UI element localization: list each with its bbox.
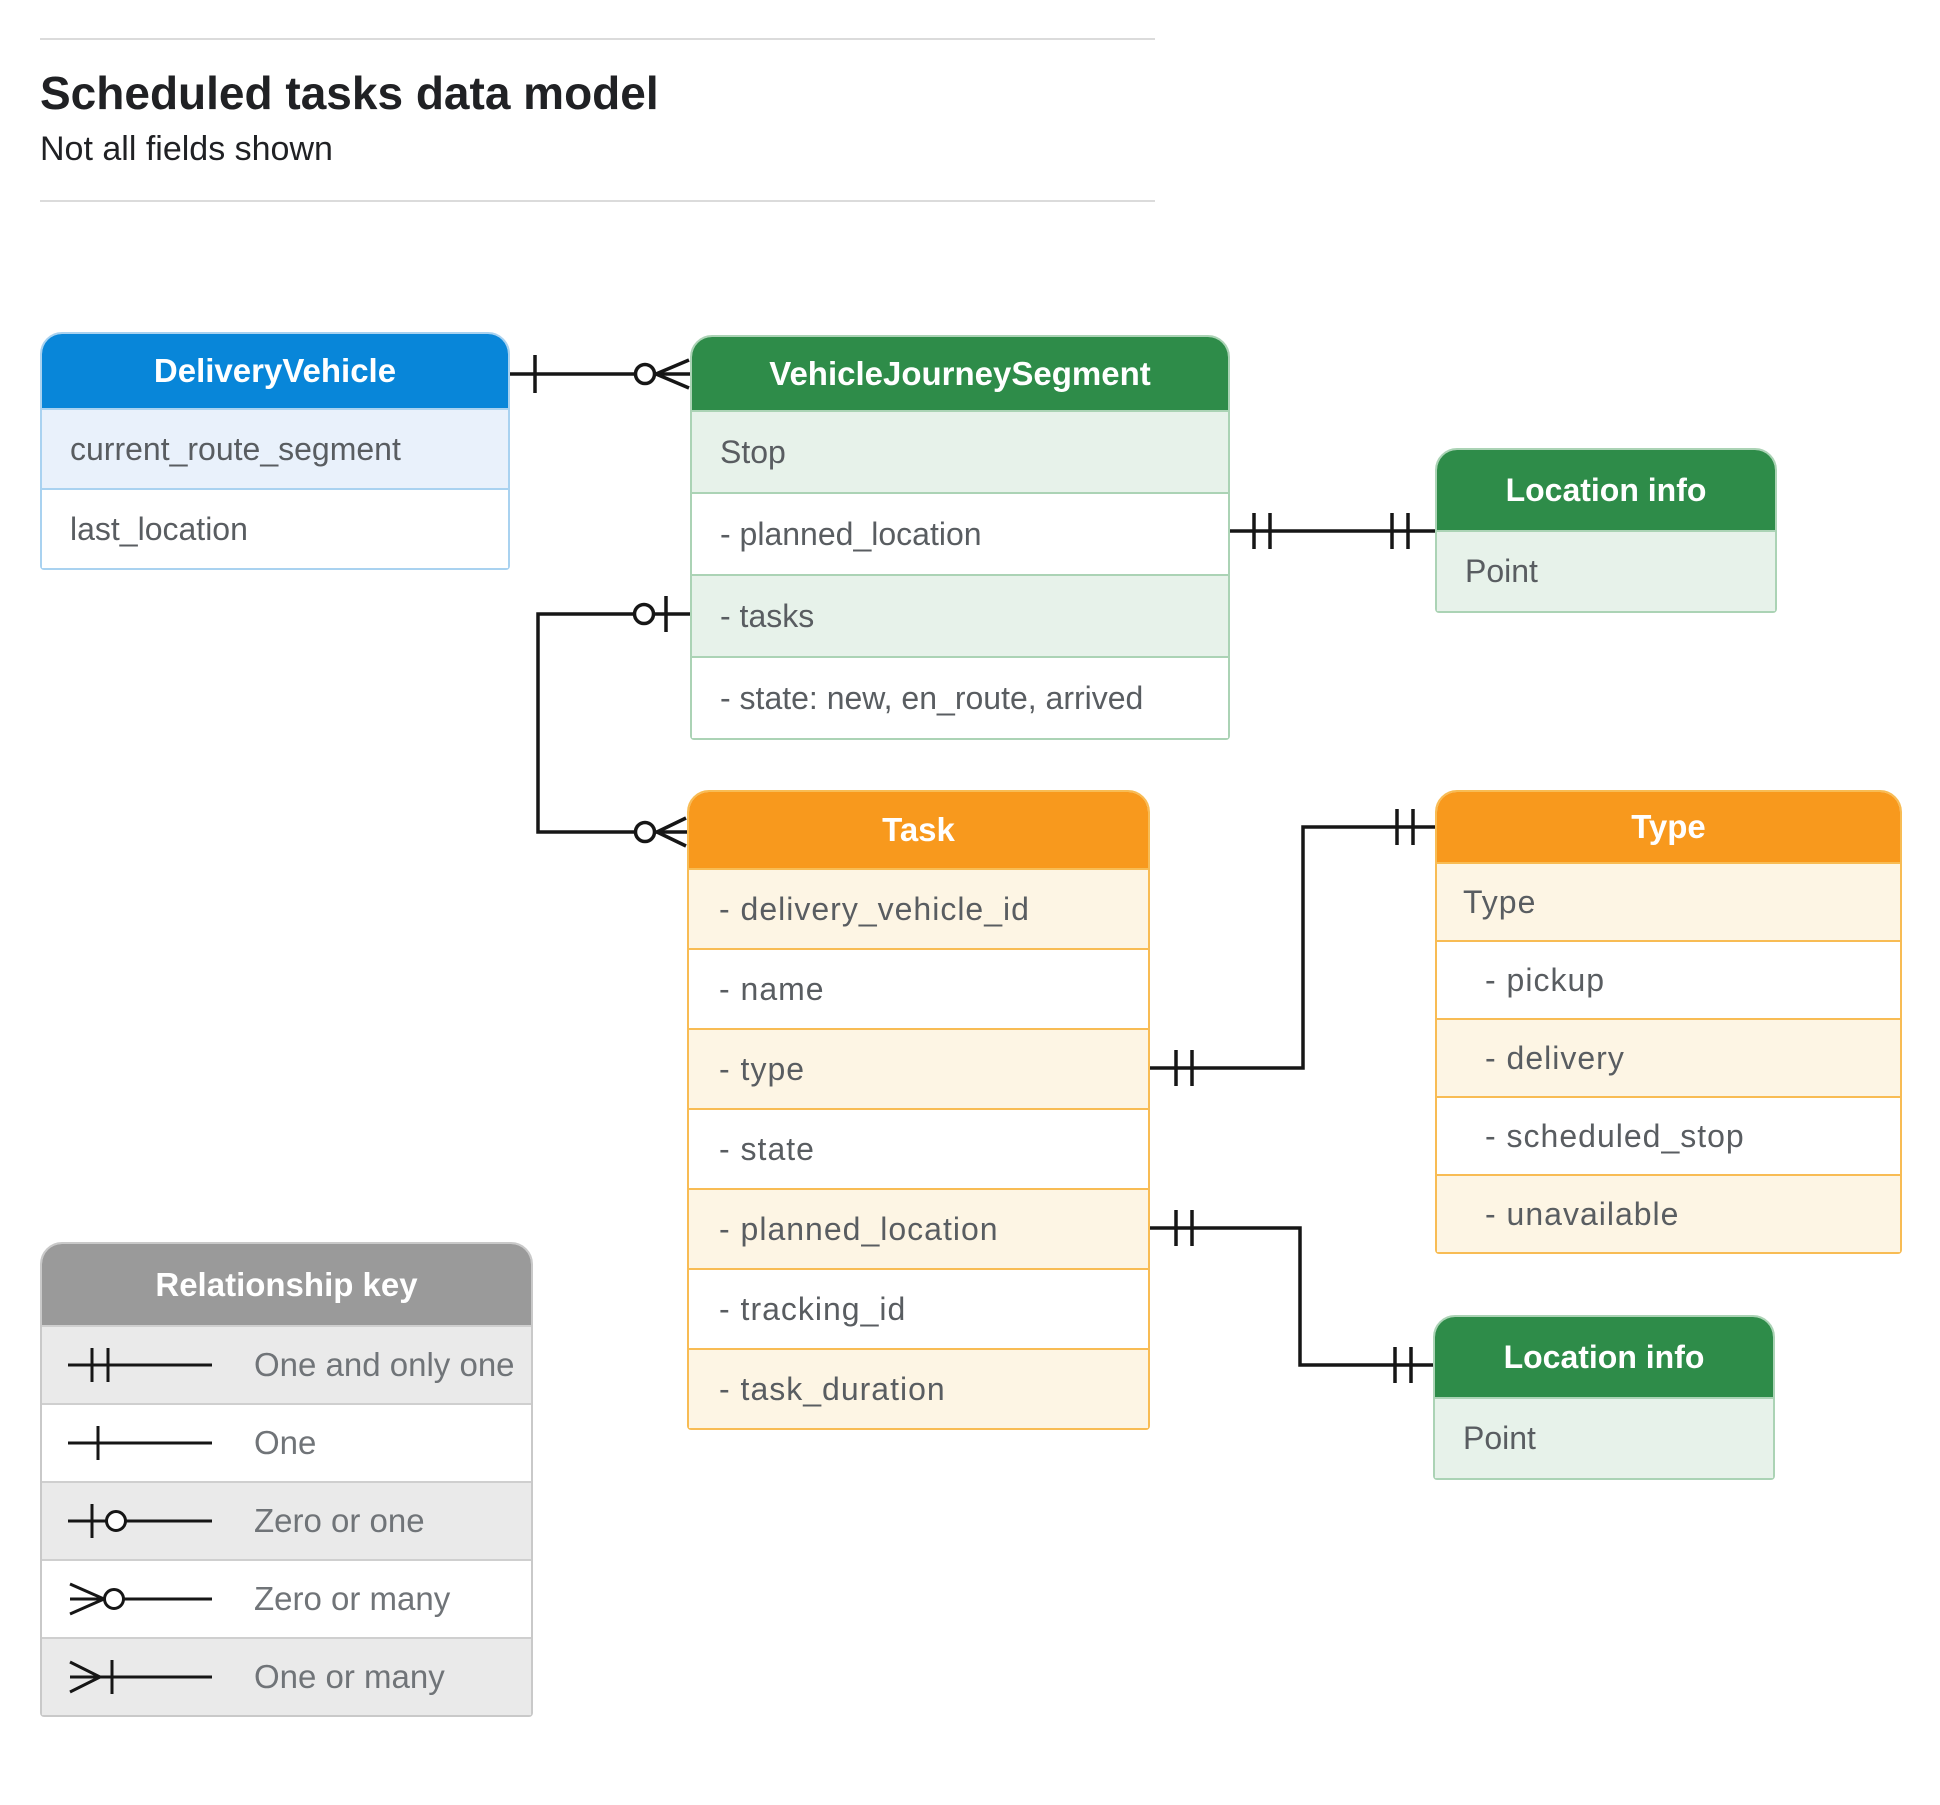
relationship-key-title: Relationship key — [42, 1244, 531, 1325]
relationship-key: Relationship key One and only one One Ze… — [40, 1242, 533, 1717]
field-last-location: last_location — [42, 488, 508, 568]
page-subtitle: Not all fields shown — [40, 130, 333, 168]
top-divider — [40, 38, 1155, 40]
field-type-label: Type — [1437, 862, 1900, 940]
one-and-only-one-icon — [68, 1348, 212, 1382]
field-scheduled-stop: - scheduled_stop — [1437, 1096, 1900, 1174]
entity-location-info-bottom: Location info Point — [1433, 1315, 1775, 1480]
one-icon — [68, 1426, 212, 1460]
entity-deliveryvehicle-title: DeliveryVehicle — [42, 334, 508, 408]
rel-deliveryvehicle-vehiclejourneysegment — [510, 355, 690, 393]
field-pickup: - pickup — [1437, 940, 1900, 1018]
legend-label: One — [254, 1424, 317, 1461]
rel-vjs-plannedlocation-locationinfo — [1230, 513, 1435, 549]
field-name: - name — [689, 948, 1148, 1028]
field-tracking-id: - tracking_id — [689, 1268, 1148, 1348]
zero-or-one-icon — [68, 1504, 212, 1538]
legend-row-zero-or-many: Zero or many — [42, 1559, 531, 1637]
entity-location-info-top-title: Location info — [1437, 450, 1775, 530]
entity-location-info-bottom-title: Location info — [1435, 1317, 1773, 1397]
entity-vehiclejourneysegment: VehicleJourneySegment Stop - planned_loc… — [690, 335, 1230, 740]
entity-location-info-top: Location info Point — [1435, 448, 1777, 613]
field-delivery: - delivery — [1437, 1018, 1900, 1096]
legend-label: Zero or one — [254, 1502, 425, 1539]
legend-label: One or many — [254, 1658, 445, 1695]
field-planned-location: - planned_location — [692, 492, 1228, 574]
entity-type-title: Type — [1437, 792, 1900, 862]
entity-type: Type Type - pickup - delivery - schedule… — [1435, 790, 1902, 1254]
legend-row-one-or-many: One or many — [42, 1637, 531, 1715]
legend-row-one-and-only-one: One and only one — [42, 1325, 531, 1403]
legend-label: Zero or many — [254, 1580, 451, 1617]
field-state: - state — [689, 1108, 1148, 1188]
entity-task-title: Task — [689, 792, 1148, 868]
entity-task: Task - delivery_vehicle_id - name - type… — [687, 790, 1150, 1430]
legend-row-zero-or-one: Zero or one — [42, 1481, 531, 1559]
page-title: Scheduled tasks data model — [40, 67, 659, 119]
legend-row-one: One — [42, 1403, 531, 1481]
field-unavailable: - unavailable — [1437, 1174, 1900, 1252]
entity-deliveryvehicle: DeliveryVehicle current_route_segment la… — [40, 332, 510, 570]
bottom-divider — [40, 200, 1155, 202]
field-planned-location: - planned_location — [689, 1188, 1148, 1268]
rel-vjs-tasks-task — [536, 596, 690, 848]
field-delivery-vehicle-id: - delivery_vehicle_id — [689, 868, 1148, 948]
field-point: Point — [1435, 1397, 1773, 1478]
field-stop: Stop — [692, 410, 1228, 492]
field-state: - state: new, en_route, arrived — [692, 656, 1228, 738]
rel-task-type-type — [1150, 809, 1435, 1086]
rel-task-plannedlocation-locationinfo — [1150, 1210, 1433, 1383]
entity-vehiclejourneysegment-title: VehicleJourneySegment — [692, 337, 1228, 410]
field-task-duration: - task_duration — [689, 1348, 1148, 1428]
zero-or-many-icon — [69, 1582, 212, 1616]
field-current-route-segment: current_route_segment — [42, 408, 508, 488]
one-or-many-icon — [69, 1660, 212, 1694]
field-type: - type — [689, 1028, 1148, 1108]
legend-label: One and only one — [254, 1346, 515, 1383]
field-tasks: - tasks — [692, 574, 1228, 656]
field-point: Point — [1437, 530, 1775, 611]
